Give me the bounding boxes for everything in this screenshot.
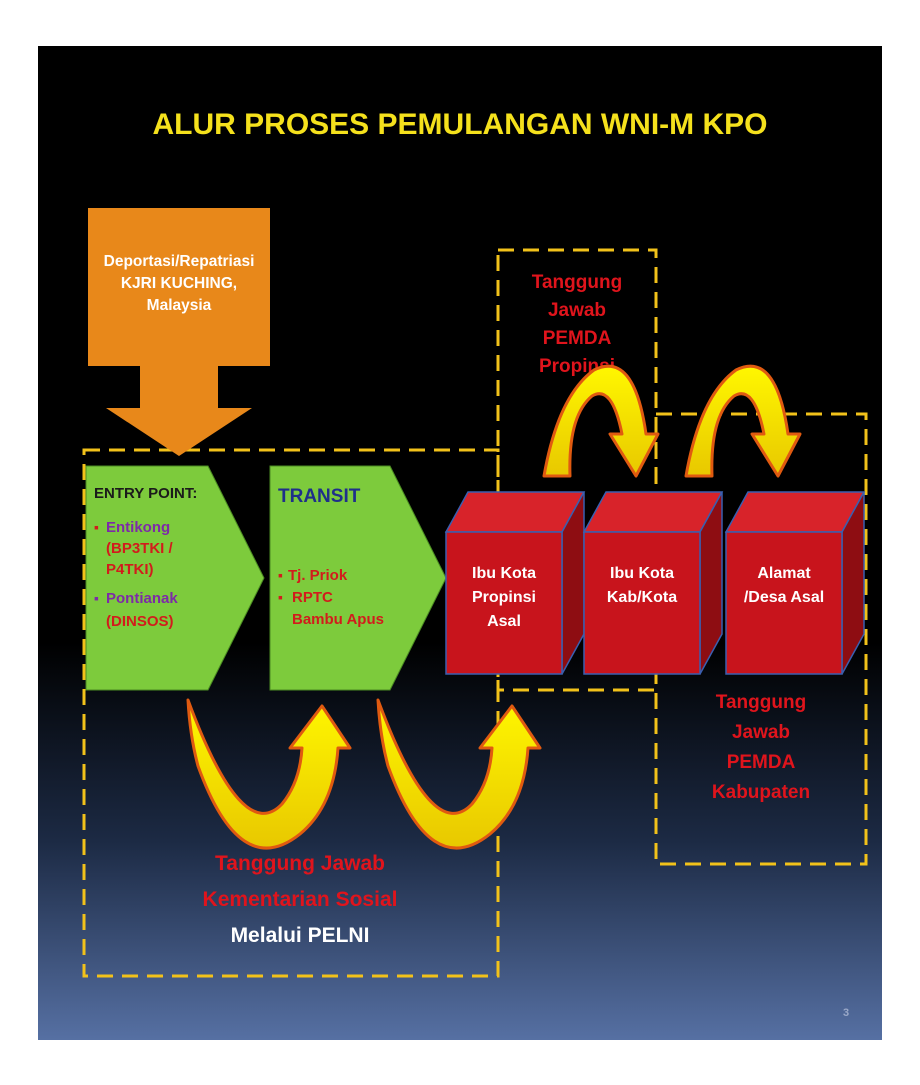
- cube-2-line-2: Kab/Kota: [607, 589, 677, 606]
- propinsi-resp-line-2: Jawab: [548, 300, 606, 321]
- process-diagram: ALUR PROSES PEMULANGAN WNI-M KPO Deporta…: [82, 108, 868, 1019]
- kabupaten-resp-line-4: Kabupaten: [712, 782, 810, 803]
- kabupaten-resp-line-2: Jawab: [732, 722, 790, 743]
- cube-1-line-1: Ibu Kota: [472, 565, 536, 582]
- page-number: 3: [843, 1007, 849, 1019]
- entry-item-bp3tki: (BP3TKI /: [106, 540, 174, 557]
- cube-1-line-2: Propinsi: [472, 589, 536, 606]
- transit-item-bambu-apus: Bambu Apus: [292, 611, 384, 628]
- curved-arrow-propinsi-to-kab: [542, 364, 660, 478]
- cube-3-line-2: /Desa Asal: [744, 589, 824, 606]
- entry-point-chevron: [85, 465, 265, 691]
- cube-ibu-kota-propinsi: [444, 491, 586, 675]
- propinsi-resp-line-1: Tanggung: [532, 272, 622, 293]
- entry-item-pontianak: Pontianak: [106, 590, 178, 607]
- cube-alamat-desa: [724, 491, 866, 675]
- cube-1-line-3: Asal: [487, 613, 521, 630]
- sosial-resp-line-2: Kementarian Sosial: [203, 888, 398, 911]
- region-kementerian-sosial: [82, 448, 500, 978]
- entry-item-bullet-1: ▪: [94, 519, 99, 535]
- transit-heading: TRANSIT: [278, 486, 361, 507]
- curved-arrow-kab-to-desa: [684, 364, 802, 478]
- entry-item-p4tki: P4TKI): [106, 561, 154, 578]
- propinsi-resp-line-3: PEMDA: [543, 328, 612, 349]
- transit-item-bullet-2: ▪: [278, 589, 283, 605]
- curved-arrow-transit-to-propinsi: [376, 698, 542, 850]
- transit-item-tj-priok: Tj. Priok: [288, 567, 348, 584]
- sosial-resp-line-1: Tanggung Jawab: [215, 852, 385, 875]
- transit-item-rptc: RPTC: [292, 589, 333, 606]
- slide: ALUR PROSES PEMULANGAN WNI-M KPO Deporta…: [38, 46, 882, 1040]
- cube-3-line-1: Alamat: [757, 565, 811, 582]
- transit-chevron: [269, 465, 447, 691]
- cube-2-line-1: Ibu Kota: [610, 565, 674, 582]
- kabupaten-resp-line-1: Tanggung: [716, 692, 806, 713]
- entry-item-dinsos: (DINSOS): [106, 613, 174, 630]
- source-line-2: KJRI KUCHING,: [121, 275, 237, 292]
- entry-item-entikong: Entikong: [106, 519, 170, 536]
- curved-arrow-entry-to-transit: [186, 698, 352, 850]
- entry-point-heading: ENTRY POINT:: [94, 485, 197, 502]
- transit-item-bullet-1: ▪: [278, 567, 283, 583]
- source-line-3: Malaysia: [147, 297, 212, 314]
- source-line-1: Deportasi/Repatriasi: [104, 253, 255, 270]
- cube-ibu-kota-kab: [582, 491, 724, 675]
- kabupaten-resp-line-3: PEMDA: [727, 752, 796, 773]
- source-callout-arrow: [88, 208, 270, 456]
- via-pelni: Melalui PELNI: [231, 924, 370, 947]
- diagram-title: ALUR PROSES PEMULANGAN WNI-M KPO: [153, 108, 768, 141]
- entry-item-bullet-2: ▪: [94, 590, 99, 606]
